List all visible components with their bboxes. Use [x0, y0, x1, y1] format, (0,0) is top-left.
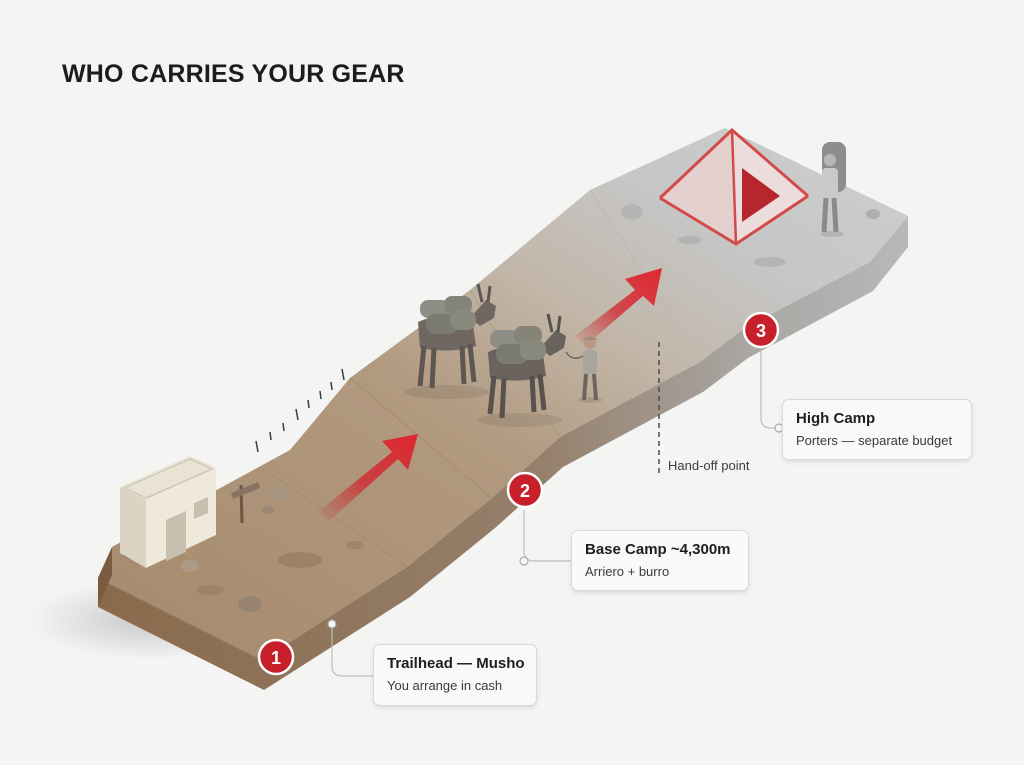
stage-card-detail: Porters — separate budget: [796, 433, 953, 448]
rock: [181, 560, 199, 572]
tent-icon: [658, 127, 809, 246]
porter-icon: [820, 142, 846, 237]
segment-seam: [261, 467, 408, 568]
leader-line-3: [760, 343, 782, 429]
trail-front-face: [98, 216, 908, 690]
stage-marker-1: 1: [257, 638, 295, 676]
stage-card-base-camp: Base Camp ~4,300m Arriero + burro: [571, 530, 749, 591]
stage-card-high-camp: High Camp Porters — separate budget: [782, 399, 972, 460]
stage-card-title: Base Camp ~4,300m: [585, 541, 731, 558]
stage-marker-2: 2: [506, 471, 544, 509]
stage-card-title: High Camp: [796, 410, 876, 427]
stage-card-title: Trailhead — Musho: [387, 655, 525, 672]
leader-line-1: [331, 624, 373, 677]
burro-icon: [405, 283, 496, 399]
stage-card-detail: You arrange in cash: [387, 678, 503, 693]
dirt-patch: [346, 541, 364, 549]
dirt-patch: [196, 585, 224, 595]
rock: [866, 209, 880, 219]
progress-arrow: [318, 434, 418, 522]
stage-marker-3: 3: [742, 311, 780, 349]
rock: [621, 204, 643, 220]
page-title: WHO CARRIES YOUR GEAR: [62, 60, 405, 88]
stage-marker-3-number: 3: [756, 321, 766, 341]
arriero-icon: [565, 337, 602, 403]
leader-line-2: [523, 510, 571, 562]
rock: [267, 486, 289, 502]
dirt-patch: [278, 552, 322, 568]
stage-card-trailhead: Trailhead — Musho You arrange in cash: [373, 644, 537, 706]
stage-marker-2-number: 2: [520, 481, 530, 501]
stage-marker-1-number: 1: [271, 648, 281, 668]
stage-card-detail: Arriero + burro: [585, 564, 670, 579]
progress-arrow: [575, 268, 662, 346]
handoff-label: Hand-off point: [668, 458, 750, 473]
leader-dot: [327, 619, 337, 629]
burro-icon: [478, 313, 566, 427]
trailhead-hut-icon: [120, 456, 216, 568]
trail-left-face: [98, 547, 112, 607]
dirt-patch: [678, 236, 702, 244]
rock: [262, 506, 274, 514]
rock: [238, 596, 262, 612]
dirt-patch: [754, 257, 786, 267]
leader-dot: [519, 556, 529, 566]
signpost-icon: [231, 482, 260, 524]
segment-seam: [349, 377, 493, 499]
elevation-ticks: [255, 368, 345, 453]
